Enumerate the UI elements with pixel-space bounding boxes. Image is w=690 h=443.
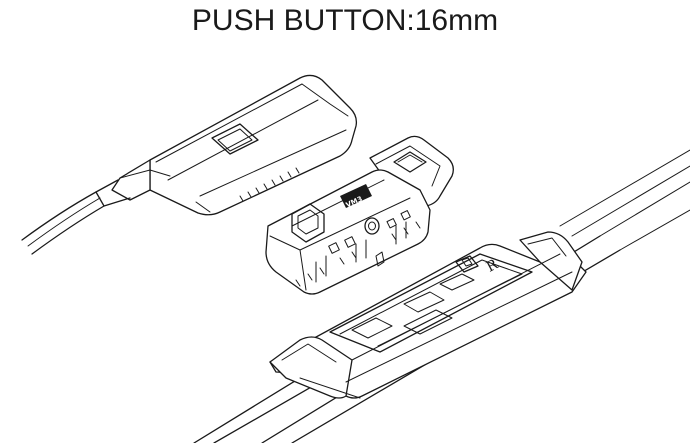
wiper-blade: R xyxy=(193,149,690,443)
vm3-adapter: VM3 xyxy=(265,135,454,295)
diagram-title: PUSH BUTTON:16mm xyxy=(191,4,499,37)
vm3-badge xyxy=(340,184,372,208)
wiper-arm xyxy=(21,74,358,255)
